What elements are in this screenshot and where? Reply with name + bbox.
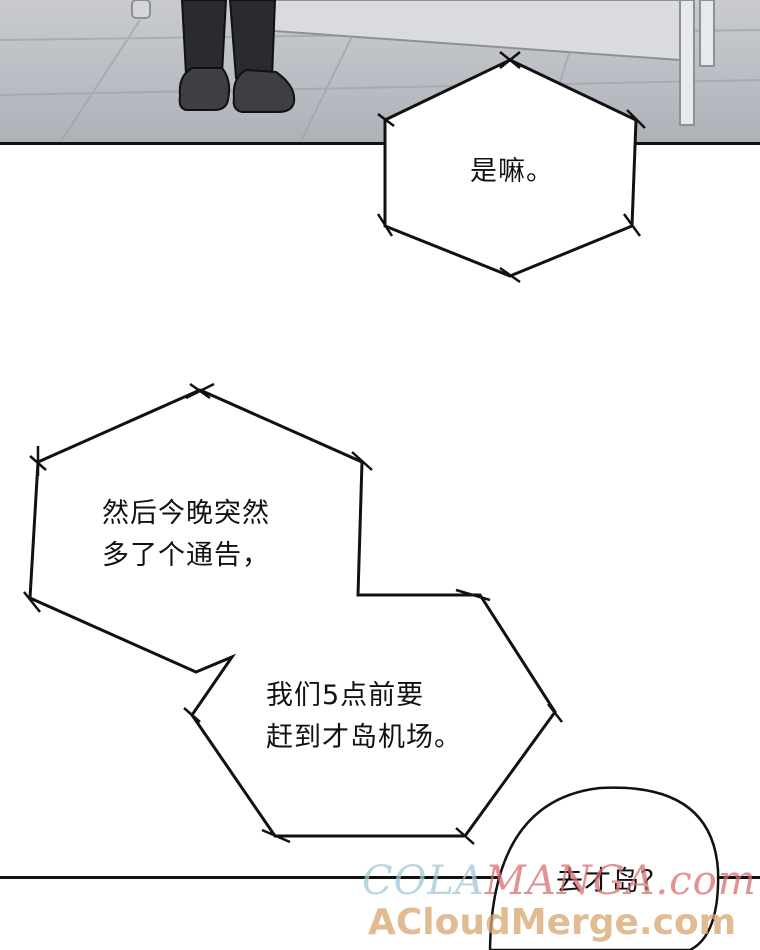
bubble-3-text-line1: 我们5点前要 (266, 680, 425, 711)
left-shoe (178, 67, 231, 111)
bubble-3-text-line2: 赶到才岛机场。 (266, 722, 462, 753)
bubble-4-text: 去才岛？ (556, 866, 668, 897)
bubble-2-shape (28, 388, 557, 838)
floor-scene-panel (0, 0, 760, 143)
floor-scene (0, 0, 760, 143)
panel-border-bottom (0, 876, 760, 879)
bench-leg-right (679, 0, 695, 126)
watermark-cola: COLA (362, 858, 485, 904)
watermark-line-1: COLAMANGA.com (362, 858, 757, 904)
bubble-4-shape (488, 786, 720, 950)
bubble-2-text-line1: 然后今晚突然 (102, 498, 270, 529)
watermark-manga: MANGA (484, 858, 656, 904)
right-shoe (232, 68, 296, 113)
panel-border-top (0, 142, 760, 145)
bubble-1-text: 是嘛。 (470, 156, 554, 187)
bubble-2-text-line2: 多了个通告， (102, 540, 270, 571)
watermark-com: .com (655, 858, 757, 904)
watermark-line-2: ACloudMerge.com (368, 902, 737, 943)
